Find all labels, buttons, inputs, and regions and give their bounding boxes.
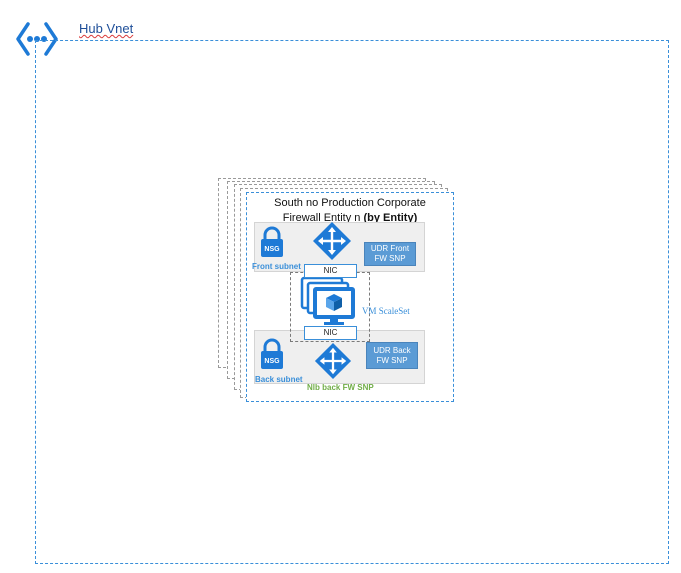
- front-nsg-lock-icon: NSG: [261, 226, 283, 257]
- hub-vnet-boundary: [35, 40, 669, 564]
- nic-bottom: NIC: [304, 326, 357, 340]
- nlb-back-fw-snp-label: Nlb back FW SNP: [307, 383, 374, 392]
- front-load-balancer-icon: [313, 222, 351, 260]
- back-nsg-label: NSG: [264, 358, 280, 365]
- firewall-entity-title-line2: Firewall Entity n (by Entity): [282, 212, 418, 224]
- udr-front-fw-snp: UDR Front FW SNP: [364, 242, 416, 266]
- firewall-entity-title-line1: South no Production Corporate: [274, 197, 426, 209]
- back-subnet-label: Back subnet: [255, 375, 303, 384]
- back-nsg-lock-icon: NSG: [261, 338, 283, 369]
- firewall-entity-title-bold: (by Entity): [363, 212, 418, 224]
- front-nsg-label: NSG: [264, 246, 280, 253]
- vm-scaleset-label: VM ScaleSet: [362, 306, 410, 316]
- vm-scaleset-icon: [300, 276, 355, 325]
- nic-top: NIC: [304, 264, 357, 278]
- udr-back-fw-snp: UDR Back FW SNP: [366, 342, 418, 369]
- back-load-balancer-icon: [314, 342, 352, 380]
- front-subnet-label: Front subnet: [252, 262, 301, 271]
- firewall-entity-title: South no Production Corporate Firewall E…: [252, 196, 448, 226]
- hub-vnet-title: Hub Vnet: [79, 21, 134, 36]
